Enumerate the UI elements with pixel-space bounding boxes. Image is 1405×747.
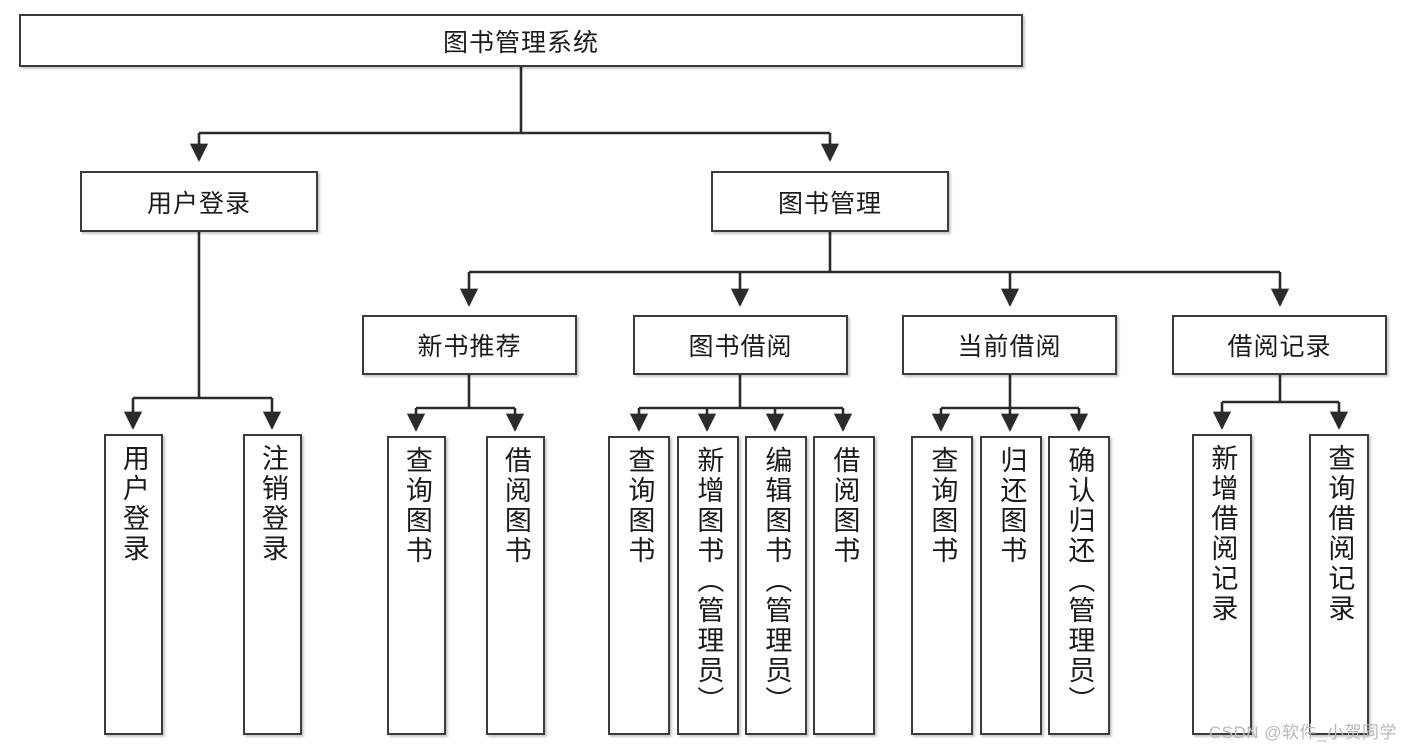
node-label: 借阅图书 <box>829 446 860 566</box>
leaf-add-record[interactable]: 新增借阅记录 <box>1192 434 1252 735</box>
node-label: 归还图书 <box>996 446 1027 566</box>
node-current-borrow[interactable]: 当前借阅 <box>902 315 1117 375</box>
node-label: 图书借阅 <box>688 333 793 361</box>
leaf-borrow-book-1[interactable]: 借阅图书 <box>486 436 545 735</box>
node-user-login[interactable]: 用户登录 <box>80 171 318 232</box>
watermark: CSDN @软件_小贺同学 <box>1208 723 1397 742</box>
node-label: 编辑图书（管理员） <box>761 446 792 716</box>
leaf-query-record[interactable]: 查询借阅记录 <box>1309 434 1369 735</box>
node-label: 注销登录 <box>257 444 288 564</box>
node-label: 借阅记录 <box>1227 333 1332 361</box>
node-label: 新增借阅记录 <box>1207 444 1238 624</box>
leaf-confirm-return[interactable]: 确认归还（管理员） <box>1048 436 1110 735</box>
node-label: 用户登录 <box>118 444 149 564</box>
leaf-edit-book[interactable]: 编辑图书（管理员） <box>745 436 807 735</box>
node-label: 用户登录 <box>146 189 251 218</box>
leaf-query-book-2[interactable]: 查询图书 <box>608 436 670 735</box>
node-label: 查询图书 <box>624 446 655 566</box>
node-label: 新书推荐 <box>417 333 522 361</box>
leaf-borrow-book-2[interactable]: 借阅图书 <box>813 436 875 735</box>
node-root-book-management-system[interactable]: 图书管理系统 <box>19 14 1023 67</box>
node-new-book-rec[interactable]: 新书推荐 <box>362 315 577 375</box>
node-label: 查询图书 <box>401 446 432 566</box>
node-label: 查询图书 <box>927 446 958 566</box>
node-label: 借阅图书 <box>500 446 531 566</box>
node-label: 查询借阅记录 <box>1324 444 1355 624</box>
node-borrow-record[interactable]: 借阅记录 <box>1172 315 1387 375</box>
node-book-borrow[interactable]: 图书借阅 <box>633 315 848 375</box>
leaf-query-book-3[interactable]: 查询图书 <box>911 436 973 735</box>
node-book-manage[interactable]: 图书管理 <box>711 171 949 232</box>
leaf-add-book[interactable]: 新增图书（管理员） <box>677 436 739 735</box>
leaf-user-login[interactable]: 用户登录 <box>104 434 163 735</box>
node-label: 新增图书（管理员） <box>693 446 724 716</box>
leaf-return-book[interactable]: 归还图书 <box>980 436 1042 735</box>
node-label: 确认归还（管理员） <box>1064 446 1095 716</box>
node-label: 图书管理 <box>777 189 882 218</box>
leaf-user-logout[interactable]: 注销登录 <box>243 434 302 735</box>
node-label: 当前借阅 <box>957 333 1062 361</box>
node-label: 图书管理系统 <box>442 28 599 57</box>
leaf-query-book-1[interactable]: 查询图书 <box>387 436 446 735</box>
